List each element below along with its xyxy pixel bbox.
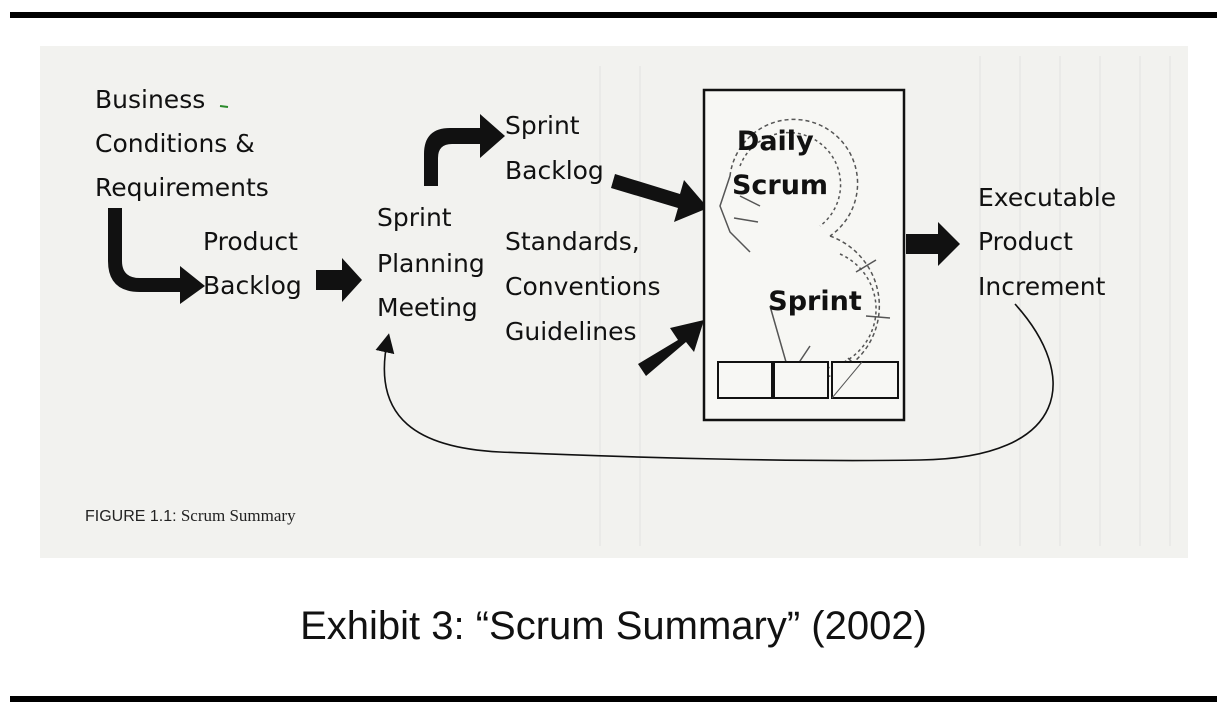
green-mark <box>219 105 229 108</box>
planning-to-sprint-backlog-arrow <box>424 114 505 186</box>
backlog-to-planning-arrow <box>316 258 362 302</box>
box-divider <box>831 361 863 399</box>
exhibit-title: Exhibit 3: “Scrum Summary” (2002) <box>300 604 927 648</box>
daily-scrum-cycle <box>719 118 859 253</box>
daily-scrum-label: Daily Scrum <box>732 126 828 201</box>
sprint-planning-label: Sprint Planning Meeting <box>377 203 493 322</box>
top-rule <box>10 12 1217 18</box>
figure-caption: FIGURE 1.1: Scrum Summary <box>85 506 296 526</box>
scrum-diagram: Business Conditions & Requirements Produ… <box>95 56 1171 546</box>
business-to-backlog-arrow <box>108 208 205 304</box>
sprint-label: Sprint <box>768 286 862 317</box>
sprint-backlog-to-sprint-arrow <box>611 174 708 222</box>
scanned-figure: Business Conditions & Requirements Produ… <box>40 46 1188 558</box>
standards-label: Standards, Conventions Guidelines <box>505 227 668 346</box>
standards-to-sprint-arrow <box>638 320 704 376</box>
business-label: Business Conditions & Requirements <box>95 85 269 202</box>
sprint-to-increment-arrow <box>906 222 960 266</box>
increment-boxes <box>717 361 899 399</box>
bottom-rule <box>10 696 1217 702</box>
scan-texture <box>599 56 1171 546</box>
caption-text: Scrum Summary <box>180 506 296 525</box>
sprint-backlog-label: Sprint Backlog <box>505 111 604 185</box>
increment-label: Executable Product Increment <box>978 183 1124 301</box>
feedback-loop-arrow <box>375 303 1054 462</box>
caption-label: FIGURE 1.1: <box>85 508 177 525</box>
product-backlog-label: Product Backlog <box>203 227 306 300</box>
